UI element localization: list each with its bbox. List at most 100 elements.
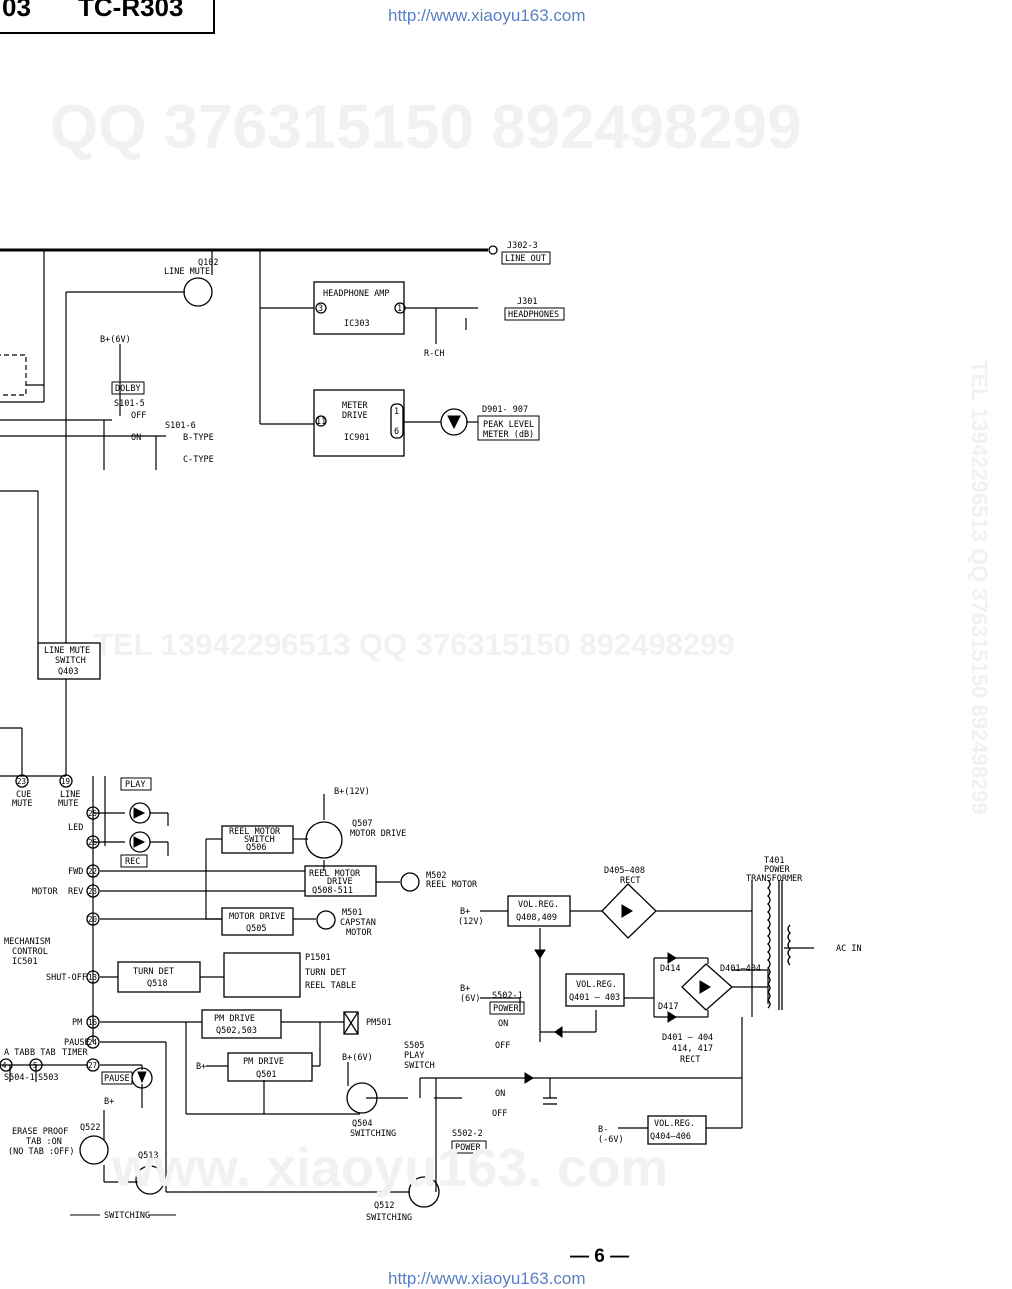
label-vol-reg-2: VOL.REG. xyxy=(576,980,617,990)
label-pin4: 4 xyxy=(2,1061,7,1070)
label-switch: SWITCH xyxy=(404,1061,435,1071)
label-no-tab-off: (NO TAB :OFF) xyxy=(8,1147,75,1157)
label-q502-503: Q502,503 xyxy=(216,1026,257,1036)
label-q102: Q102 xyxy=(198,258,218,268)
label-rect: RECT xyxy=(620,876,640,886)
label-motor: MOTOR xyxy=(32,887,58,897)
label-reel-motor-switch-2: SWITCH xyxy=(244,835,275,845)
label-off: OFF xyxy=(131,411,146,421)
label-414-417: 414, 417 xyxy=(672,1044,713,1054)
label-reel-motor-switch-1: REEL MOTOR xyxy=(229,827,281,837)
label-s101-5: S101-5 xyxy=(114,399,145,409)
label-d401-404-a: D401—404 xyxy=(720,964,761,974)
label-rect-2: RECT xyxy=(680,1055,700,1065)
label-j302-3: J302-3 xyxy=(507,241,538,251)
label-d405-408: D405—408 xyxy=(604,866,645,876)
label-q507: Q507 xyxy=(352,819,372,829)
label-12v: (12V) xyxy=(458,917,484,927)
label-cue-mute: MUTE xyxy=(12,799,32,809)
label-s503: S503 xyxy=(38,1073,58,1083)
label-minus-6v: (-6V) xyxy=(598,1135,624,1145)
label-control: CONTROL xyxy=(12,947,48,957)
label-pin26: 26 xyxy=(88,838,98,847)
label-motor-drive: MOTOR DRIVE xyxy=(350,829,406,839)
label-switching-2: SWITCHING xyxy=(350,1129,396,1139)
label-pin11: 11 xyxy=(316,417,326,427)
label-q513: Q513 xyxy=(138,1151,158,1161)
label-on-1: ON xyxy=(498,1019,508,1029)
label-r-ch: R-CH xyxy=(424,349,444,359)
label-meter-db: METER (dB) xyxy=(483,430,534,440)
label-b-6v-2: B+(6V) xyxy=(342,1053,373,1063)
label-pin5: 5 xyxy=(33,1061,38,1070)
url-bottom[interactable]: http://www.xiaoyu163.com xyxy=(388,1269,586,1288)
label-pm-drive-2: PM DRIVE xyxy=(243,1057,284,1067)
label-capstan-motor: MOTOR xyxy=(346,928,372,938)
label-pin6: 6 xyxy=(394,427,399,437)
model-number-left: 03 xyxy=(2,0,31,22)
watermark-mid: TEL 13942296513 QQ 376315150 892498299 xyxy=(94,627,735,662)
label-pin1: 1 xyxy=(397,304,402,314)
label-q401-403: Q401 — 403 xyxy=(569,993,620,1003)
label-q404-406: Q404—406 xyxy=(650,1132,691,1142)
label-erase-proof: ERASE PROOF xyxy=(12,1127,68,1137)
model-number: TC-R303 xyxy=(78,0,184,22)
label-q512: Q512 xyxy=(374,1201,394,1211)
label-line: LINE xyxy=(60,790,80,800)
label-pm-drive: PM DRIVE xyxy=(214,1014,255,1024)
url-top[interactable]: http://www.xiaoyu163.com xyxy=(388,6,586,25)
label-d414: D414 xyxy=(660,964,680,974)
label-vol-reg-1: VOL.REG. xyxy=(518,900,559,910)
label-d901-907: D901- 907 xyxy=(482,405,528,415)
label-pm501: PM501 xyxy=(366,1018,392,1028)
label-b-plus-12: B+ xyxy=(460,907,470,917)
label-pause-box: PAUSE xyxy=(104,1074,130,1084)
label-p1501: P1501 xyxy=(305,953,331,963)
label-cue: CUE xyxy=(16,790,31,800)
label-rev: REV xyxy=(68,887,83,897)
label-b-6v: B+(6V) xyxy=(100,335,131,345)
label-c-type: C-TYPE xyxy=(183,455,214,465)
label-vol-reg-3: VOL.REG. xyxy=(654,1119,695,1129)
watermark-qq-top: QQ 376315150 892498299 xyxy=(50,93,802,162)
label-b-plus-6: B+ xyxy=(460,984,470,994)
label-ac-in: AC IN xyxy=(836,944,862,954)
label-led: LED xyxy=(68,823,83,833)
label-mechanism: MECHANISM xyxy=(4,937,50,947)
label-turn-det: TURN DET xyxy=(133,967,174,977)
label-ic303: IC303 xyxy=(344,319,370,329)
label-timer: TIMER xyxy=(62,1048,88,1058)
label-b-plus-2: B+ xyxy=(104,1097,114,1107)
label-ic901: IC901 xyxy=(344,433,370,443)
label-capstan: CAPSTAN xyxy=(340,918,376,928)
label-tab-on: TAB :ON xyxy=(26,1137,62,1147)
label-motor-drive-box: MOTOR DRIVE xyxy=(229,912,285,922)
label-headphone-amp: HEADPHONE AMP xyxy=(323,289,390,299)
label-line-mute-switch-1: LINE MUTE xyxy=(44,646,90,656)
label-play: PLAY xyxy=(125,780,145,790)
label-q522: Q522 xyxy=(80,1123,100,1133)
label-s502-1: S502-1 xyxy=(492,991,523,1001)
label-pin27: 27 xyxy=(88,1061,97,1070)
label-line-out: LINE OUT xyxy=(505,254,546,264)
label-pin13: 13 xyxy=(88,973,97,982)
label-pin24: 24 xyxy=(88,1038,98,1047)
label-pin23: 23 xyxy=(17,777,26,786)
label-q506: Q506 xyxy=(246,843,266,853)
label-line-mute: LINE MUTE xyxy=(164,267,210,277)
label-off-1: OFF xyxy=(495,1041,510,1051)
label-peak-level: PEAK LEVEL xyxy=(483,420,534,430)
label-rec: REC xyxy=(125,857,140,867)
label-pin20: 20 xyxy=(88,915,98,924)
label-j301: J301 xyxy=(517,297,537,307)
label-6v: (6V) xyxy=(460,994,480,1004)
label-pin23b: 23 xyxy=(88,887,97,896)
label-on-2: ON xyxy=(495,1089,505,1099)
label-m501: M501 xyxy=(342,908,362,918)
label-transformer: TRANSFORMER xyxy=(746,874,803,884)
label-meter: METER xyxy=(342,401,368,411)
label-line-mute-switch-2: SWITCH xyxy=(55,656,86,666)
watermark-vertical-right: TEL 13942296513 QQ 376315150 892498299 xyxy=(967,360,992,815)
label-q408-409: Q408,409 xyxy=(516,913,557,923)
